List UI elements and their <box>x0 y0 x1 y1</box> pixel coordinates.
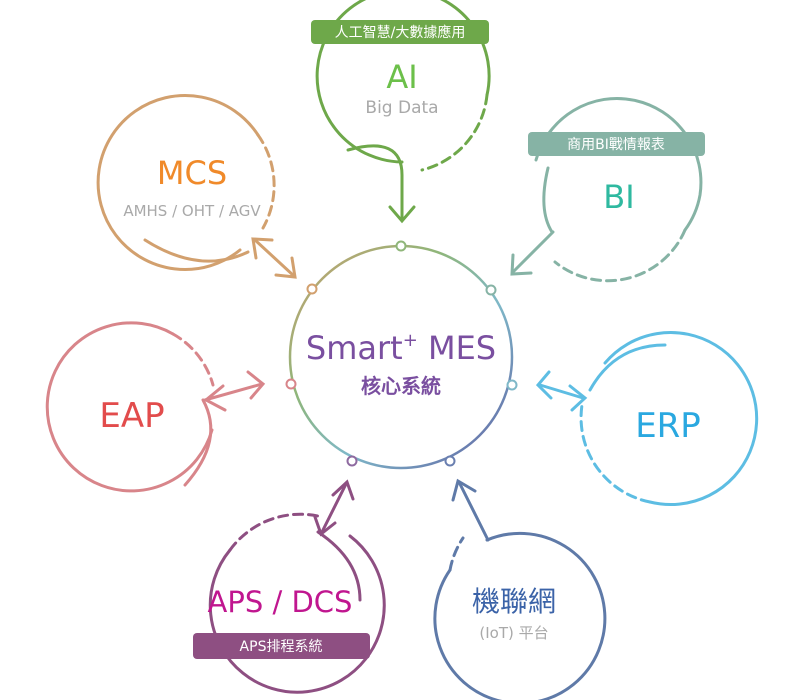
connector-dot <box>395 240 407 252</box>
aps-inner-arc <box>316 530 362 602</box>
aps-tag: APS排程系統 <box>193 633 370 659</box>
bi-ring-dashed <box>553 228 687 283</box>
ai-title: AI <box>386 58 417 96</box>
mcs-connector-line <box>253 238 296 278</box>
ai-ring-dashed <box>420 93 489 172</box>
aps-tag-label: APS排程系統 <box>240 639 323 655</box>
mcs-inner-arc <box>143 238 250 263</box>
mcs-title: MCS <box>157 154 227 192</box>
module-aps <box>208 479 386 694</box>
iot-arrow-head <box>451 478 477 502</box>
module-mcs <box>96 94 297 279</box>
module-eap <box>45 321 266 493</box>
aps-ring-solid <box>208 534 386 694</box>
bi-tag-background <box>528 132 705 156</box>
aps-arrow-head-out <box>331 479 355 501</box>
bi-tag-label: 商用BI戰情報表 <box>567 137 665 153</box>
aps-ring-dashed <box>228 512 324 552</box>
iot-ring-dashed <box>448 536 465 572</box>
center-title: Smart+ MES <box>306 329 496 367</box>
erp-ring-dashed <box>579 403 652 504</box>
connector-dot <box>506 379 518 391</box>
ai-tag-background <box>311 20 489 44</box>
erp-ring-solid <box>603 331 759 506</box>
ai-tag: 人工智慧/大數據應用 <box>311 20 489 44</box>
ai-tag-label: 人工智慧/大數據應用 <box>335 24 466 41</box>
module-iot <box>433 478 607 700</box>
eap-ring-solid <box>45 321 214 493</box>
iot-ring-solid <box>433 531 607 700</box>
connector-dot <box>346 455 358 467</box>
module-bi <box>510 97 703 283</box>
eap-inner-arc <box>183 398 213 487</box>
aps-arrow-head-in <box>313 515 337 537</box>
iot-title: 機聯網 <box>472 585 556 618</box>
mcs-ring-dashed <box>256 133 276 230</box>
bi-arrow-head <box>510 253 533 276</box>
connector-dot <box>306 283 318 295</box>
mcs-subtitle: AMHS / OHT / AGV <box>123 202 261 220</box>
iot-subtitle: (IoT) 平台 <box>479 624 548 642</box>
bi-tag: 商用BI戰情報表 <box>528 132 705 156</box>
erp-arrow-head-in <box>568 384 588 412</box>
eap-arrow-head-out <box>246 370 266 400</box>
bi-inner-arc <box>542 166 554 234</box>
connector-dot <box>485 284 497 296</box>
mcs-ring-solid <box>96 94 260 271</box>
eap-title: EAP <box>99 396 164 436</box>
connector-dot <box>444 455 456 467</box>
center-connector-dots <box>285 240 518 467</box>
eap-ring-dashed <box>171 332 215 387</box>
aps-tag-background <box>193 633 370 659</box>
erp-connector-line <box>538 383 585 400</box>
iot-connector-line <box>457 480 490 542</box>
bi-connector-line <box>511 230 555 274</box>
eap-connector-line <box>203 382 264 402</box>
aps-title: APS / DCS <box>208 585 353 619</box>
center-node: Smart+ MES 核心系統 <box>285 240 518 470</box>
module-erp <box>535 331 759 506</box>
eap-arrow-head-in <box>203 384 227 412</box>
ai-arrow-head <box>388 205 416 224</box>
erp-arrow-head-out <box>535 370 553 400</box>
aps-connector-line <box>320 482 348 534</box>
center-subtitle: 核心系統 <box>361 374 441 398</box>
bi-title: BI <box>603 178 634 216</box>
ai-connector-line <box>346 144 404 222</box>
connector-dot <box>285 378 297 390</box>
bi-ring-solid <box>534 97 703 232</box>
erp-inner-arc <box>588 343 667 392</box>
mcs-arrow-head-in <box>251 237 274 260</box>
mcs-arrow-head-out <box>274 256 297 279</box>
ai-subtitle: Big Data <box>365 98 438 118</box>
erp-title: ERP <box>635 406 701 446</box>
